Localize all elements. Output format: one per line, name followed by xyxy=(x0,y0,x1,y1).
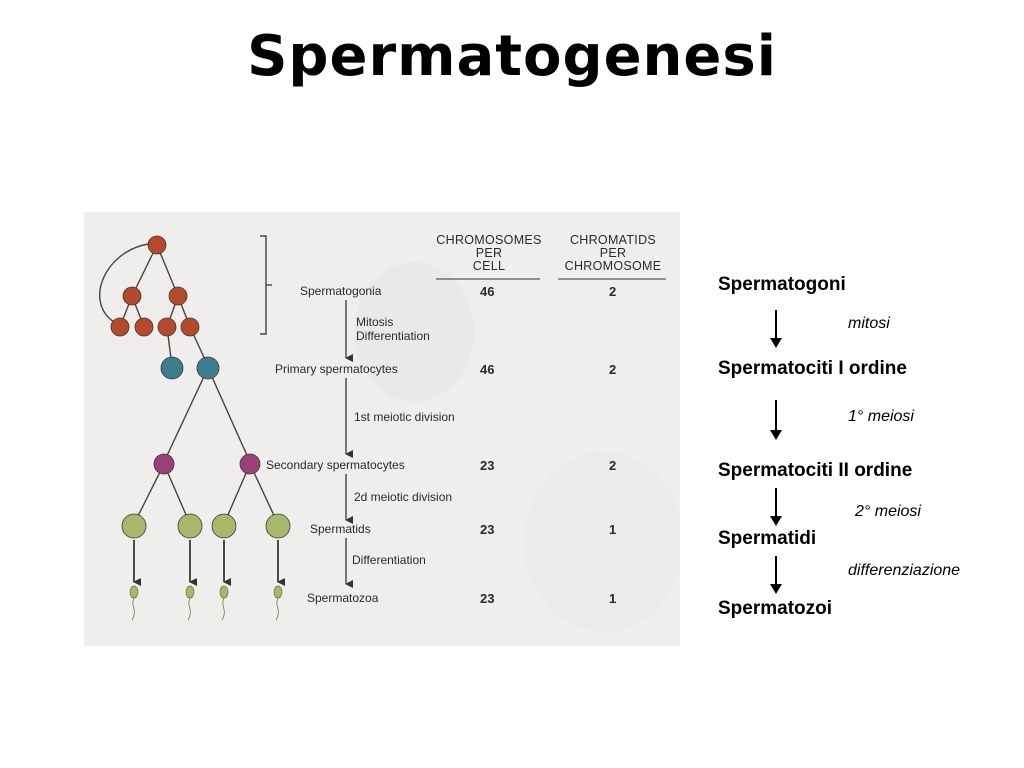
col-head-chromosomes: CHROMOSOMES PER CELL xyxy=(428,234,550,273)
col-head-chromosomes-3: CELL xyxy=(472,259,506,273)
chromosomes-secondary: 23 xyxy=(480,458,495,473)
summary-process-meiosi-1: 1° meiosi xyxy=(848,408,914,425)
sperm-shapes xyxy=(129,585,283,621)
summary-process-differenziazione: differenziazione xyxy=(848,562,961,579)
summary-process-mitosi: mitosi xyxy=(848,315,890,332)
stage-label-spermatids: Spermatids xyxy=(310,522,371,536)
step-label-mitosis: Mitosis xyxy=(356,315,394,329)
page-title: Spermatogenesi xyxy=(247,24,777,89)
summary-stage-spermatogoni: Spermatogoni xyxy=(718,274,846,295)
cell-secondary-spermatocyte xyxy=(153,453,175,475)
summary-arrow-2 xyxy=(770,400,782,440)
differentiation-arrows xyxy=(133,540,285,586)
stage-label-secondary: Secondary spermatocytes xyxy=(266,458,405,472)
chromosomes-primary: 46 xyxy=(480,362,495,377)
stage-label-spermatogonia: Spermatogonia xyxy=(300,284,382,298)
summary-stage-spermatociti-1: Spermatociti I ordine xyxy=(718,358,907,379)
chromosomes-spermatozoa: 23 xyxy=(480,591,495,606)
chromatids-secondary: 2 xyxy=(609,458,617,473)
cell-lineage-diagram xyxy=(84,212,680,646)
col-head-chromatids-1: CHROMATIDS xyxy=(569,233,657,247)
cell-spermatogonia xyxy=(134,317,154,337)
step-label-meiosis-2: 2d meiotic division xyxy=(354,490,453,504)
chromatids-primary: 2 xyxy=(609,362,617,377)
stage-label-primary: Primary spermatocytes xyxy=(275,362,398,376)
cell-spermatid xyxy=(177,513,203,539)
cell-primary-spermatocyte xyxy=(196,356,220,380)
step-label-meiosis-1: 1st meiotic division xyxy=(354,410,455,424)
summary-arrow-3 xyxy=(770,488,782,526)
cell-spermatid xyxy=(265,513,291,539)
spermatogenesis-figure: CHROMOSOMES PER CELL CHROMATIDS PER CHRO… xyxy=(84,212,680,646)
cell-spermatogonia xyxy=(110,317,130,337)
col-head-chromosomes-2: PER xyxy=(475,246,503,260)
col-head-chromatids-2: PER xyxy=(599,246,627,260)
summary-process-meiosi-2: 2° meiosi xyxy=(855,503,921,520)
stage-label-spermatozoa: Spermatozoa xyxy=(307,591,379,605)
cell-spermatid xyxy=(211,513,237,539)
chromatids-spermatids: 1 xyxy=(609,522,617,537)
col-head-chromatids-3: CHROMOSOME xyxy=(564,259,662,273)
chromosomes-spermatogonia: 46 xyxy=(480,284,495,299)
cell-spermatogonia xyxy=(157,317,177,337)
summary-arrow-4 xyxy=(770,556,782,594)
chromatids-spermatozoa: 1 xyxy=(609,591,617,606)
chromatids-spermatogonia: 2 xyxy=(609,284,617,299)
cell-spermatogonia xyxy=(168,286,188,306)
chromosomes-spermatids: 23 xyxy=(480,522,495,537)
col-head-chromosomes-1: CHROMOSOMES xyxy=(436,233,542,247)
cell-primary-spermatocyte xyxy=(160,356,184,380)
cell-secondary-spermatocyte xyxy=(239,453,261,475)
summary-stage-spermatociti-2: Spermatociti II ordine xyxy=(718,460,913,481)
cell-spermatogonia-stem xyxy=(147,235,167,255)
summary-arrow-1 xyxy=(770,310,782,348)
step-label-differentiation-2: Differentiation xyxy=(352,553,426,567)
summary-stage-spermatidi: Spermatidi xyxy=(718,528,817,549)
cells xyxy=(110,235,291,539)
cell-spermatid xyxy=(121,513,147,539)
cell-spermatogonia xyxy=(180,317,200,337)
summary-stage-spermatozoi: Spermatozoi xyxy=(718,598,833,619)
cell-spermatogonia xyxy=(122,286,142,306)
step-label-differentiation-1: Differentiation xyxy=(356,329,430,343)
col-head-chromatids: CHROMATIDS PER CHROMOSOME xyxy=(554,234,672,273)
